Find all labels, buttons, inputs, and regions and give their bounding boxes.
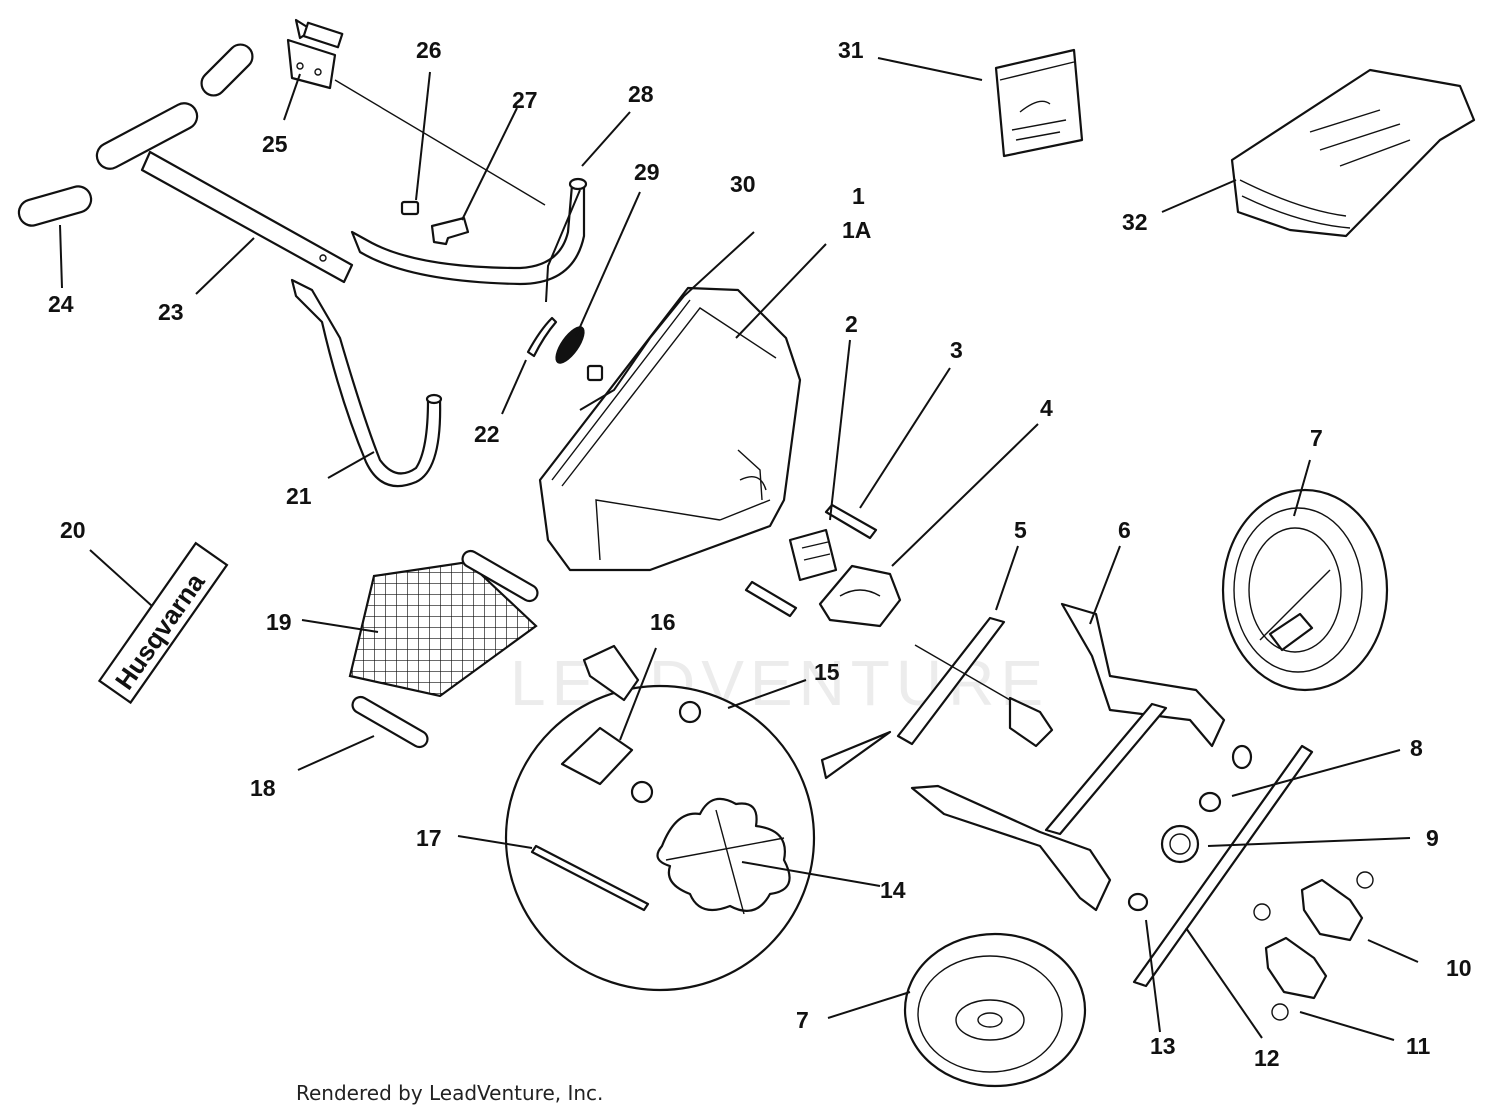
- hopper: [538, 286, 802, 572]
- callout-23: 23: [158, 299, 184, 325]
- grip-top: [200, 43, 254, 97]
- callout-9: 9: [1426, 825, 1439, 851]
- callout-16: 16: [650, 609, 676, 635]
- upper-handle-bar: [140, 150, 354, 284]
- link-small: [744, 580, 798, 618]
- grip-mid: [95, 102, 199, 170]
- callout-21: 21: [286, 483, 312, 509]
- callout-11: 11: [1406, 1033, 1431, 1059]
- clip-26: [400, 200, 420, 216]
- cover-32: [1230, 68, 1476, 238]
- callout-7-top: 7: [1310, 425, 1323, 451]
- spinner-plate-5: [896, 616, 1054, 748]
- bushing-8: [1198, 744, 1253, 813]
- handle-lower-tube: [290, 278, 443, 488]
- callout-14: 14: [880, 877, 906, 903]
- handle-upper-tube: [350, 177, 588, 286]
- housing-4: [818, 564, 902, 628]
- callout-5: 5: [1014, 517, 1027, 543]
- callout-27: 27: [512, 87, 538, 113]
- leader-lines: [59, 57, 1419, 1041]
- cap-11: [1264, 936, 1328, 1021]
- callout-30: 30: [730, 171, 756, 197]
- frame-6: [910, 602, 1226, 912]
- callout-26: 26: [416, 37, 442, 63]
- grip-left: [17, 185, 93, 227]
- callout-19: 19: [266, 609, 292, 635]
- bracket-27: [430, 216, 470, 246]
- callout-7-bottom: 7: [796, 1007, 809, 1033]
- callout-29: 29: [634, 159, 660, 185]
- callout-1a: 1A: [842, 217, 871, 243]
- callout-2: 2: [845, 311, 858, 337]
- callout-31: 31: [838, 37, 864, 63]
- detail-inset: [504, 644, 892, 992]
- callout-10: 10: [1446, 955, 1472, 981]
- nut-30: [586, 364, 604, 382]
- callout-24: 24: [48, 291, 74, 317]
- brand-decal: Husqvarna: [97, 541, 229, 705]
- callout-22: 22: [474, 421, 500, 447]
- disc-29: [555, 326, 585, 364]
- link-3: [824, 503, 878, 540]
- wheel-top-right: [1221, 488, 1389, 692]
- ring-13: [1127, 892, 1149, 912]
- callout-28: 28: [628, 81, 654, 107]
- callout-32: 32: [1122, 209, 1148, 235]
- callout-17: 17: [416, 825, 442, 851]
- cap-10: [1253, 871, 1374, 942]
- wheel-bottom: [903, 932, 1087, 1088]
- callout-15: 15: [814, 659, 840, 685]
- decal-text: Husqvarna: [109, 567, 211, 695]
- callout-20: 20: [60, 517, 86, 543]
- pin-22: [526, 316, 558, 358]
- callouts: 31 32 1 1A 30 29 28 27 26 25 24 23 22 21…: [48, 37, 1472, 1071]
- callout-12: 12: [1254, 1045, 1280, 1071]
- callout-25: 25: [262, 131, 288, 157]
- hub-9: [1160, 824, 1200, 864]
- callout-4: 4: [1040, 395, 1053, 421]
- footer-credit: Rendered by LeadVenture, Inc.: [296, 1081, 603, 1105]
- callout-3: 3: [950, 337, 963, 363]
- callout-13: 13: [1150, 1033, 1176, 1059]
- rod-top: [461, 549, 539, 603]
- callout-8: 8: [1410, 735, 1423, 761]
- axle-12: [1132, 744, 1314, 988]
- callout-1: 1: [852, 183, 865, 209]
- screen-19: [348, 560, 538, 698]
- rod-18: [351, 695, 429, 749]
- callout-6: 6: [1118, 517, 1131, 543]
- gate-2: [788, 528, 838, 582]
- callout-18: 18: [250, 775, 276, 801]
- parts-bag-31: [994, 48, 1084, 158]
